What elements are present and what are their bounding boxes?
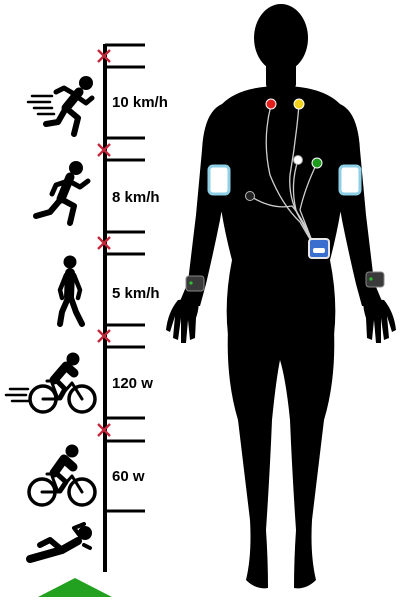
scale-ticks	[105, 45, 145, 511]
activity-label-cycle: 60 w	[112, 469, 145, 484]
activity-label-run: 8 km/h	[112, 190, 160, 205]
lying-rest-icon	[30, 524, 92, 559]
electrode-grey	[246, 192, 255, 201]
electrode-red	[266, 99, 276, 109]
activity-label-walk: 5 km/h	[112, 286, 160, 301]
activity-label-cycle-fast: 120 w	[112, 376, 153, 391]
activity-label-run-fast: 10 km/h	[112, 95, 168, 110]
running-fast-icon	[28, 76, 93, 134]
walking-icon	[60, 256, 82, 325]
start-arrow-icon	[38, 578, 112, 597]
wrist-sensor-left-icon	[186, 276, 204, 291]
electrode-yellow	[294, 99, 304, 109]
armband-sensor-right-icon	[340, 166, 360, 194]
electrode-green	[312, 158, 322, 168]
armband-sensor-left-icon	[209, 166, 229, 194]
ecg-recorder-icon	[309, 239, 329, 258]
human-body-silhouette	[166, 4, 396, 588]
electrode-white	[294, 156, 303, 165]
cycling-icon	[29, 445, 95, 506]
wrist-sensor-right-icon	[366, 272, 384, 287]
cycling-fast-icon	[6, 353, 95, 413]
running-icon	[36, 161, 88, 223]
activity-scale	[38, 44, 145, 597]
